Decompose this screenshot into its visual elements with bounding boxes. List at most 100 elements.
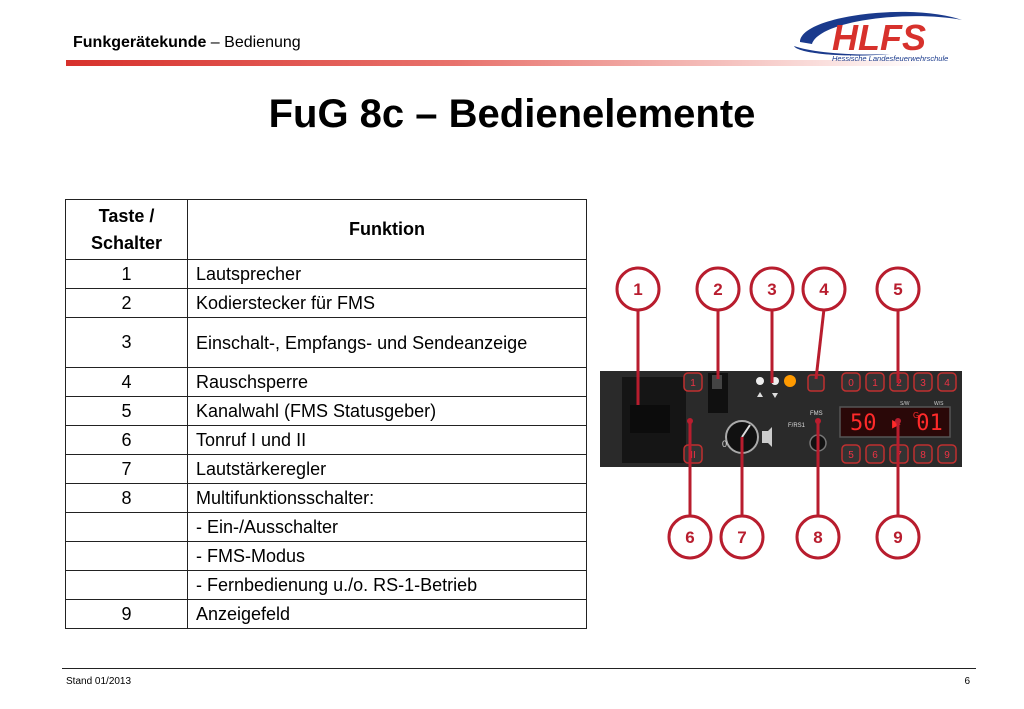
knob-label: 0 <box>722 439 727 449</box>
row-function: Lautstärkeregler <box>187 454 587 484</box>
channel-key-label: 3 <box>920 378 926 389</box>
indicator-lamp-1 <box>756 377 764 385</box>
row-function: Multifunktionsschalter: <box>187 483 587 513</box>
channel-key-label: 2 <box>896 378 902 389</box>
callout-number: 1 <box>633 280 642 299</box>
channel-key-9[interactable] <box>937 444 957 464</box>
callout-bubble-6 <box>667 514 713 560</box>
channel-key-label: 4 <box>944 378 950 389</box>
callouts-bottom: 6 7 8 9 <box>667 514 921 560</box>
header-topic-rest: – Bedienung <box>206 34 301 51</box>
row-key: 4 <box>65 367 188 397</box>
callout-number: 9 <box>893 528 902 547</box>
table-header-key: Taste / Schalter <box>65 199 188 260</box>
label-sw: S/W <box>900 401 910 407</box>
row-key: 8 <box>65 483 188 513</box>
row-key <box>65 512 188 542</box>
row-key: 1 <box>65 259 188 289</box>
table-row: - Fernbedienung u./o. RS-1-Betrieb <box>65 570 587 600</box>
callout-bubble-3 <box>749 266 795 312</box>
row-key: 2 <box>65 288 188 318</box>
table-header-function: Funktion <box>187 199 587 260</box>
row-function: Rauschsperre <box>187 367 587 397</box>
callouts-top: 1 2 3 4 5 <box>615 266 921 312</box>
row-key <box>65 541 188 571</box>
callout-dots <box>687 418 901 424</box>
callout-lines <box>636 308 900 515</box>
callout-number: 8 <box>813 528 822 547</box>
callout-bubble-4 <box>801 266 847 312</box>
table-row: - Ein-/Ausschalter <box>65 512 587 542</box>
row-key: 6 <box>65 425 188 455</box>
footer-rule <box>62 668 976 669</box>
key-speaker-1-label: 1 <box>690 378 696 389</box>
callout-bubble-2 <box>695 266 741 312</box>
channel-key-5[interactable] <box>841 444 861 464</box>
channel-key-label: 6 <box>872 450 878 461</box>
channel-key-6[interactable] <box>865 444 885 464</box>
row-function: Tonruf I und II <box>187 425 587 455</box>
row-function: Lautsprecher <box>187 259 587 289</box>
logo-text: HLFS <box>832 17 926 58</box>
callout-number: 6 <box>685 528 694 547</box>
row-key <box>65 570 188 600</box>
key-speaker-1[interactable] <box>683 372 703 392</box>
table-row: - FMS-Modus <box>65 541 587 571</box>
channel-key-label: 1 <box>872 378 878 389</box>
row-function: - Ein-/Ausschalter <box>187 512 587 542</box>
channel-key-1[interactable] <box>865 372 885 392</box>
callout-number: 4 <box>819 280 829 299</box>
channel-key-8[interactable] <box>913 444 933 464</box>
callout-bubble-8 <box>795 514 841 560</box>
row-function: Kodierstecker für FMS <box>187 288 587 318</box>
header-key-line2: Schalter <box>90 232 163 253</box>
logo-subtitle: Hessische Landesfeuerwehrschule <box>832 54 948 63</box>
row-function: Einschalt-, Empfangs- und Sendeanzeige <box>187 317 587 368</box>
row-key: 3 <box>65 317 188 368</box>
table-header-row: Taste / Schalter Funktion <box>65 199 587 260</box>
row-function: - FMS-Modus <box>187 541 587 571</box>
header-rule <box>66 60 926 66</box>
header-topic: Funkgerätekunde – Bedienung <box>73 34 301 52</box>
channel-key-4[interactable] <box>937 372 957 392</box>
channel-key-label: 9 <box>944 450 950 461</box>
switch-label-rs1: F/RS1 <box>788 423 806 429</box>
callout-number: 5 <box>893 280 902 299</box>
keypad-top: 0 1 2 3 4 <box>841 372 957 392</box>
channel-key-0[interactable] <box>841 372 861 392</box>
hlfs-logo: HLFS Hessische Landesfeuerwehrschule <box>794 11 962 63</box>
callout-number: 3 <box>767 280 776 299</box>
channel-key-label: 0 <box>848 378 854 389</box>
channel-key-3[interactable] <box>913 372 933 392</box>
speaker-insert <box>630 405 670 433</box>
display-field <box>839 406 951 438</box>
display-g-indicator: G <box>913 411 919 420</box>
channel-key-label: 8 <box>920 450 926 461</box>
row-key: 5 <box>65 396 188 426</box>
row-key: 7 <box>65 454 188 484</box>
channel-key-label: 5 <box>848 450 854 461</box>
callout-number: 2 <box>713 280 722 299</box>
row-function: Anzeigefeld <box>187 599 587 629</box>
speaker-icon <box>762 427 772 447</box>
indicator-lamp-3 <box>784 375 796 387</box>
callout-bubble-5 <box>875 266 921 312</box>
label-ws: W/S <box>934 401 944 407</box>
callout-number: 7 <box>737 528 746 547</box>
switch-label-fms: FMS <box>810 411 823 417</box>
callout-bubble-1 <box>615 266 661 312</box>
footer-page-number: 6 <box>964 676 970 687</box>
row-key: 9 <box>65 599 188 629</box>
